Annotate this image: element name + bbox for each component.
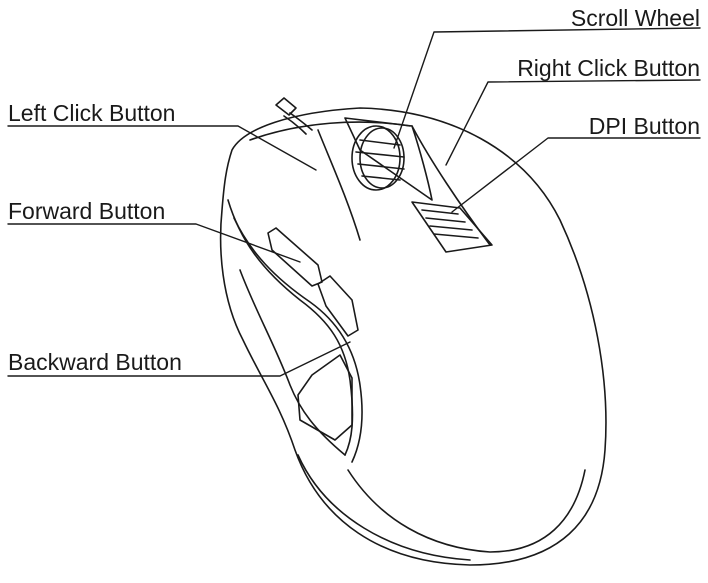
dpi-button-shape (411, 201, 493, 253)
label-dpi-button: DPI Button (588, 113, 700, 139)
cable (275, 97, 313, 135)
callout-scroll-wheel (393, 27, 701, 149)
side-grip-outer (227, 199, 354, 456)
callout-backward (7, 341, 351, 377)
label-left-click-button: Left Click Button (8, 100, 176, 126)
label-right-click-button: Right Click Button (517, 55, 700, 81)
label-forward-button: Forward Button (8, 198, 166, 224)
callout-right-click (445, 79, 701, 166)
left-button-seam (317, 129, 361, 241)
scroll-wheel-shape (351, 125, 405, 191)
callout-forward (7, 223, 301, 263)
side-grip-recess (297, 354, 353, 441)
right-button-seam (411, 125, 491, 246)
callout-lines (7, 27, 701, 377)
callout-dpi (451, 137, 701, 213)
side-grip-inner (233, 217, 363, 463)
mouse-body-outline (219, 107, 607, 566)
label-backward-button: Backward Button (8, 349, 182, 375)
callout-left-click (7, 125, 317, 171)
mouse-bottom-edge (297, 454, 471, 561)
label-scroll-wheel: Scroll Wheel (570, 5, 700, 31)
backward-button-shape (317, 275, 359, 337)
mouse-body-inner (249, 121, 586, 553)
forward-button-shape (267, 227, 323, 287)
